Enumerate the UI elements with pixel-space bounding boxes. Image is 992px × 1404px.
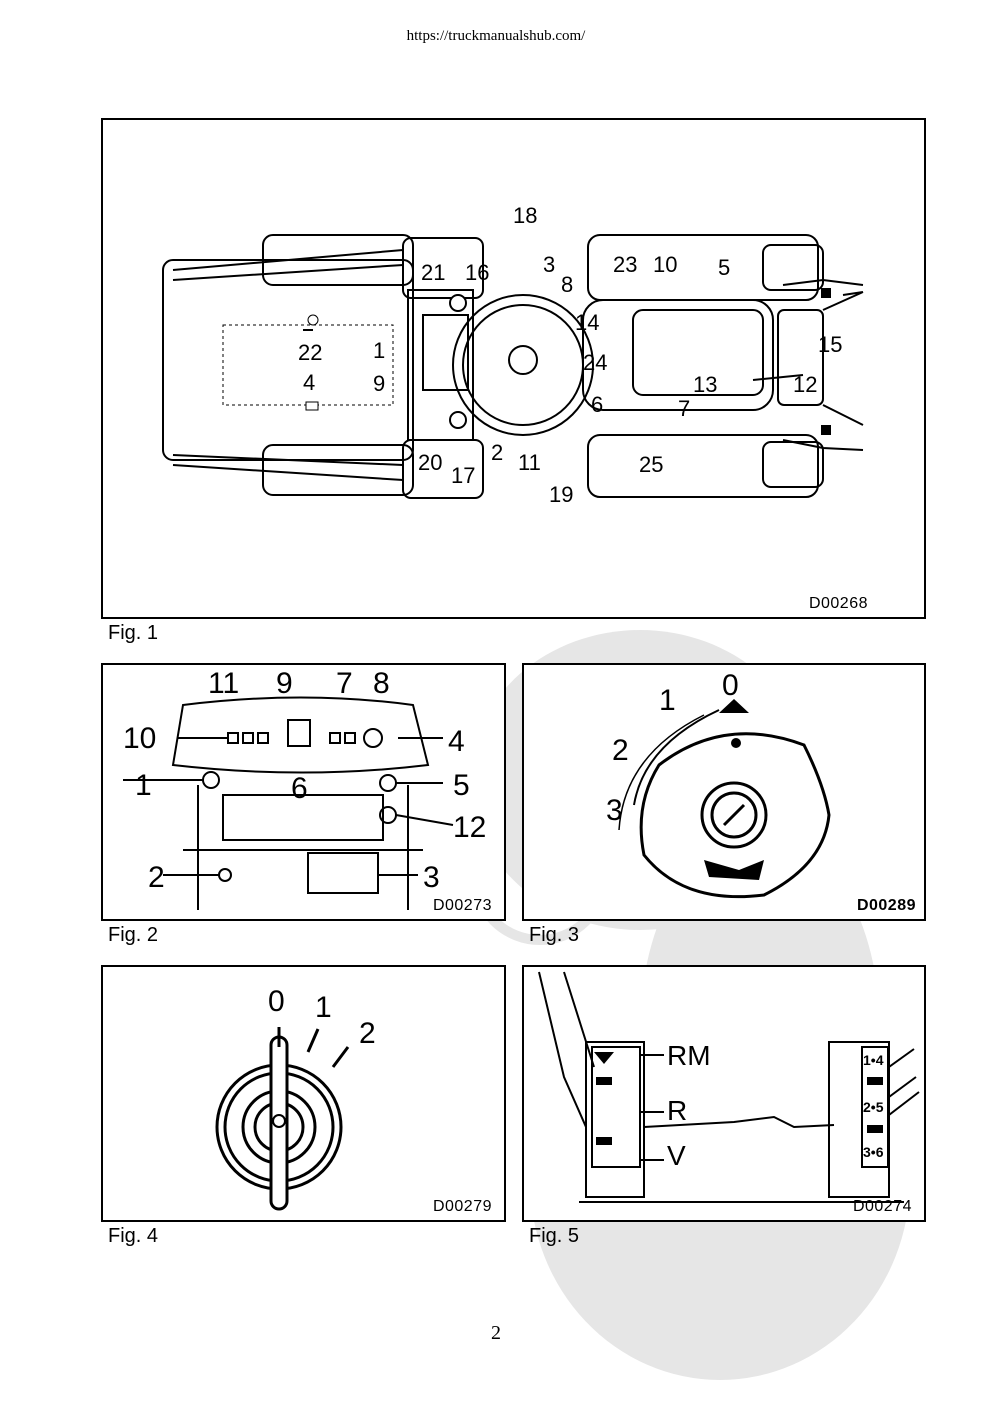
- callout: 10: [123, 722, 156, 755]
- callout: 14: [575, 310, 599, 335]
- fig3-code: D00289: [856, 897, 916, 914]
- callout: 3: [606, 794, 623, 827]
- callout: 7: [678, 396, 690, 421]
- light-switch-diagram: 0 1 2 3: [606, 669, 831, 899]
- callout: 3: [423, 861, 440, 894]
- callout: 1: [373, 338, 385, 363]
- callout: 1: [315, 991, 332, 1024]
- fig4-caption: Fig. 4: [108, 1225, 159, 1247]
- gear-label: 2•5: [863, 1099, 884, 1115]
- dashboard-panel-diagram: 11 9 7 8 10 4 6 1 5 12 2 3: [123, 667, 486, 910]
- callout: 2: [359, 1017, 376, 1050]
- fig4-callouts: 0 1 2: [268, 985, 376, 1050]
- callout: 4: [448, 725, 465, 758]
- fig3-caption: Fig. 3: [529, 924, 580, 946]
- callout: 18: [513, 203, 537, 228]
- callout: 24: [583, 350, 607, 375]
- callout: 1: [135, 769, 152, 802]
- fig5-code: D00274: [852, 1198, 912, 1215]
- callout: 7: [336, 667, 353, 700]
- callout: 8: [373, 667, 390, 700]
- callout: RM: [667, 1040, 711, 1071]
- fig5-callouts: RM R V: [667, 1040, 711, 1171]
- callout: 5: [718, 255, 730, 280]
- fig1-callouts: 18 3 8 23 10 5 21 16 14 1 22 15 24 13 12…: [298, 203, 842, 507]
- gear-lever-diagram: RM R V 1•4 2•5 3•6: [538, 971, 920, 1203]
- callout: 10: [653, 252, 677, 277]
- callout: 20: [418, 450, 442, 475]
- callout: 19: [549, 482, 573, 507]
- fig2-caption: Fig. 2: [108, 924, 159, 946]
- gear-label: 3•6: [863, 1144, 884, 1160]
- fig2-callouts: 11 9 7 8 10 4 6 1 5 12 2 3: [123, 667, 486, 894]
- fig1-code: D00268: [808, 595, 868, 612]
- callout: 0: [268, 985, 285, 1018]
- callout: V: [667, 1140, 686, 1171]
- gear-range-labels: 1•4 2•5 3•6: [863, 1052, 884, 1160]
- callout: 12: [793, 372, 817, 397]
- callout: 17: [451, 463, 475, 488]
- callout: 3: [543, 252, 555, 277]
- callout: 5: [453, 769, 470, 802]
- fig2-frame: 11 9 7 8 10 4 6 1 5 12 2 3 D00273: [101, 663, 506, 921]
- callout: 6: [291, 772, 308, 805]
- callout: 1: [659, 684, 676, 717]
- callout: 6: [591, 392, 603, 417]
- callout: 9: [373, 371, 385, 396]
- fig3-frame: 0 1 2 3 D00289: [522, 663, 926, 921]
- callout: 15: [818, 332, 842, 357]
- tractor-top-view-diagram: 18 3 8 23 10 5 21 16 14 1 22 15 24 13 12…: [162, 203, 864, 507]
- fig4-code: D00279: [432, 1198, 492, 1215]
- callout: 21: [421, 260, 445, 285]
- callout: 13: [693, 372, 717, 397]
- callout: 9: [276, 667, 293, 700]
- callout: 12: [453, 811, 486, 844]
- fig5-caption: Fig. 5: [529, 1225, 580, 1247]
- ignition-switch-diagram: 0 1 2: [215, 985, 376, 1211]
- callout: 2: [491, 440, 503, 465]
- fig3-callouts: 0 1 2 3: [606, 669, 739, 827]
- callout: 4: [303, 370, 315, 395]
- gear-label: 1•4: [863, 1052, 884, 1068]
- callout: 23: [613, 252, 637, 277]
- fig1-caption: Fig. 1: [108, 622, 159, 644]
- callout: 25: [639, 452, 663, 477]
- fig5-frame: RM R V 1•4 2•5 3•6 D00274: [522, 965, 926, 1222]
- fig4-frame: 0 1 2 D00279: [101, 965, 506, 1222]
- callout: 16: [465, 260, 489, 285]
- page-number: 2: [491, 1322, 501, 1344]
- fig2-code: D00273: [432, 897, 492, 914]
- callout: 11: [208, 667, 239, 700]
- callout: R: [667, 1095, 687, 1126]
- callout: 22: [298, 340, 322, 365]
- callout: 0: [722, 669, 739, 702]
- header-url[interactable]: https://truckmanualshub.com/: [406, 28, 586, 44]
- fig1-frame: 18 3 8 23 10 5 21 16 14 1 22 15 24 13 12…: [101, 118, 926, 619]
- callout: 11: [518, 450, 541, 475]
- callout: 2: [612, 734, 629, 767]
- callout: 8: [561, 272, 573, 297]
- callout: 2: [148, 861, 165, 894]
